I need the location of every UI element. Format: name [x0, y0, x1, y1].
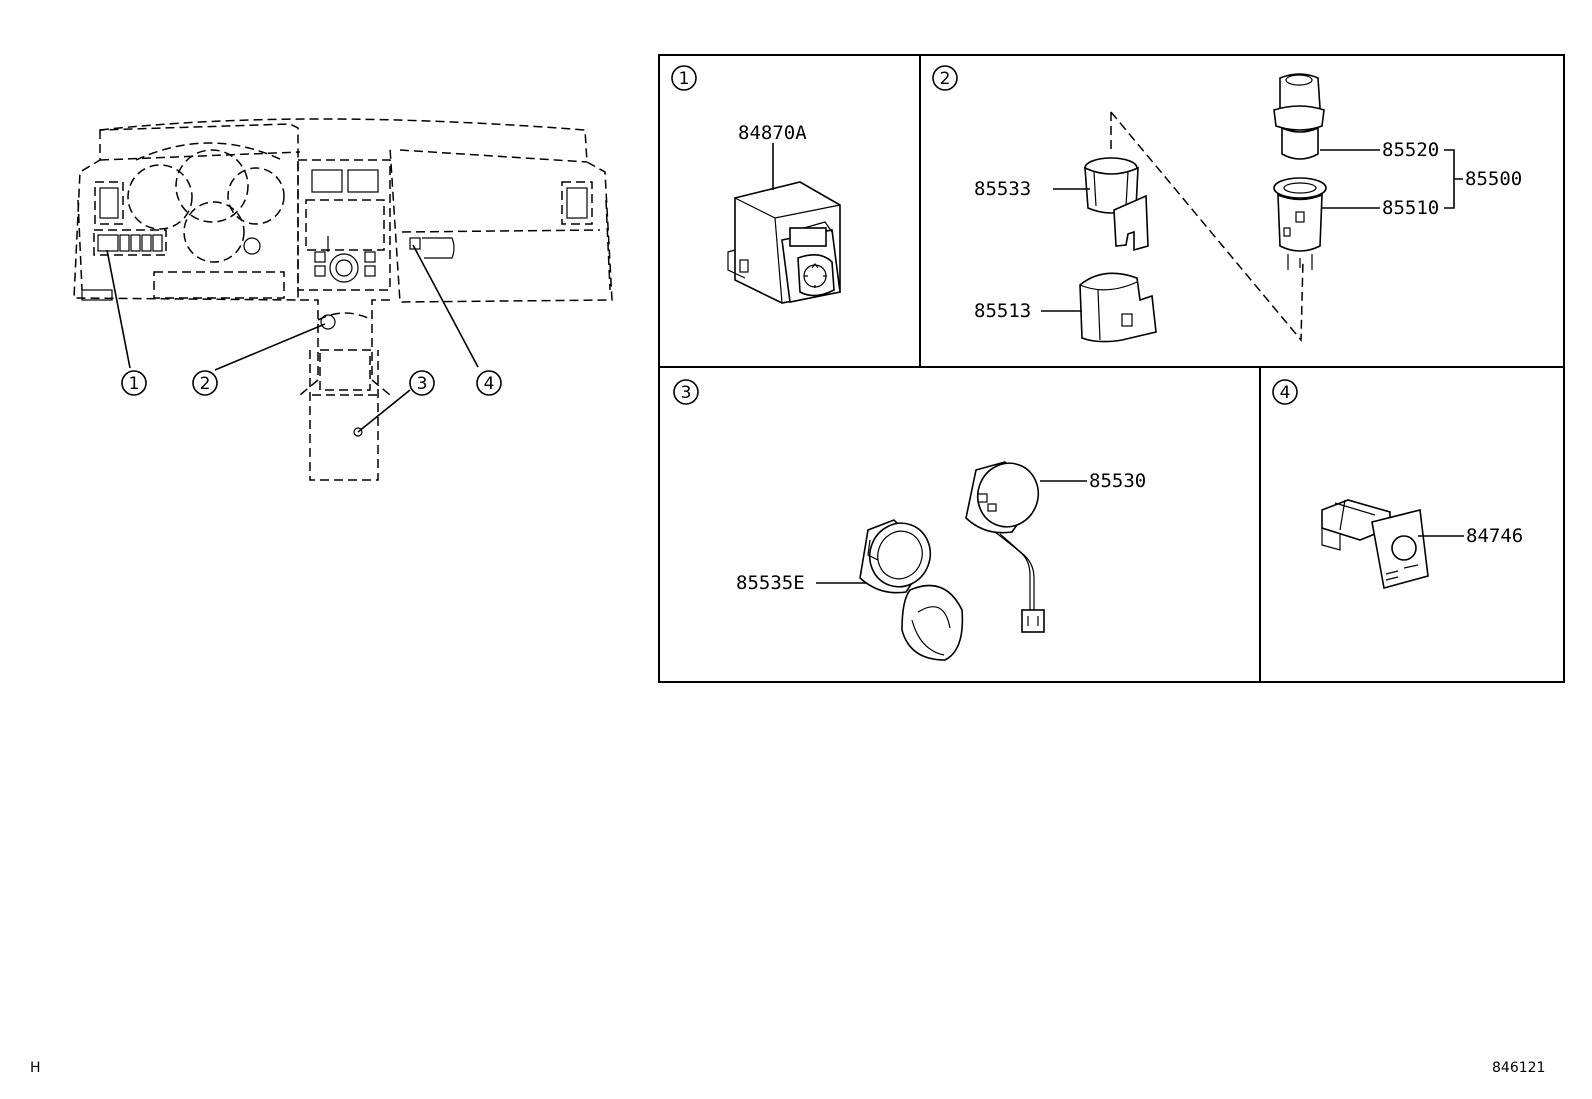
part-84870A: 84870A [738, 122, 807, 144]
switch-84746-part [1321, 499, 1429, 590]
callout-2: 2 [192, 370, 218, 396]
part-85535E: 85535E [736, 572, 805, 594]
panel-4-number: 4 [1272, 379, 1298, 405]
power-outlet-cap-part [859, 519, 964, 661]
socket-sleeve-part [1079, 272, 1157, 343]
callout-4: 4 [476, 370, 502, 396]
panel-1-number: 1 [671, 65, 697, 91]
callout-1: 1 [121, 370, 147, 396]
callout-leaders [106, 244, 479, 433]
detail-panels [658, 54, 1565, 683]
panel-3-number: 3 [673, 379, 699, 405]
socket-holder-part [1084, 157, 1149, 252]
part-84746: 84746 [1466, 525, 1523, 547]
part-85513: 85513 [974, 300, 1031, 322]
footer-left-code: H [30, 1060, 41, 1076]
lighter-socket-part [1273, 177, 1327, 270]
callout-2-label: 2 [200, 374, 211, 394]
part-85520: 85520 [1382, 139, 1439, 161]
svg-text:2: 2 [940, 69, 951, 89]
callout-3-label: 3 [417, 374, 428, 394]
part-85533: 85533 [974, 178, 1031, 200]
bracket-85500 [1444, 149, 1463, 209]
callout-4-label: 4 [484, 374, 495, 394]
panel-2-number: 2 [932, 65, 958, 91]
callout-1-label: 1 [129, 374, 140, 394]
mirror-switch-part [727, 181, 841, 304]
svg-text:3: 3 [681, 383, 692, 403]
footer-right-code: 846121 [1492, 1060, 1545, 1076]
dashboard-overview [73, 118, 613, 481]
lighter-plug-part [1273, 73, 1325, 160]
part-85500: 85500 [1465, 168, 1522, 190]
part-85530: 85530 [1089, 470, 1146, 492]
part-85510: 85510 [1382, 197, 1439, 219]
svg-text:4: 4 [1280, 383, 1291, 403]
callout-3: 3 [409, 370, 435, 396]
power-outlet-part [965, 461, 1045, 633]
assembly-dashed-guide [1110, 111, 1304, 343]
svg-text:1: 1 [679, 69, 690, 89]
